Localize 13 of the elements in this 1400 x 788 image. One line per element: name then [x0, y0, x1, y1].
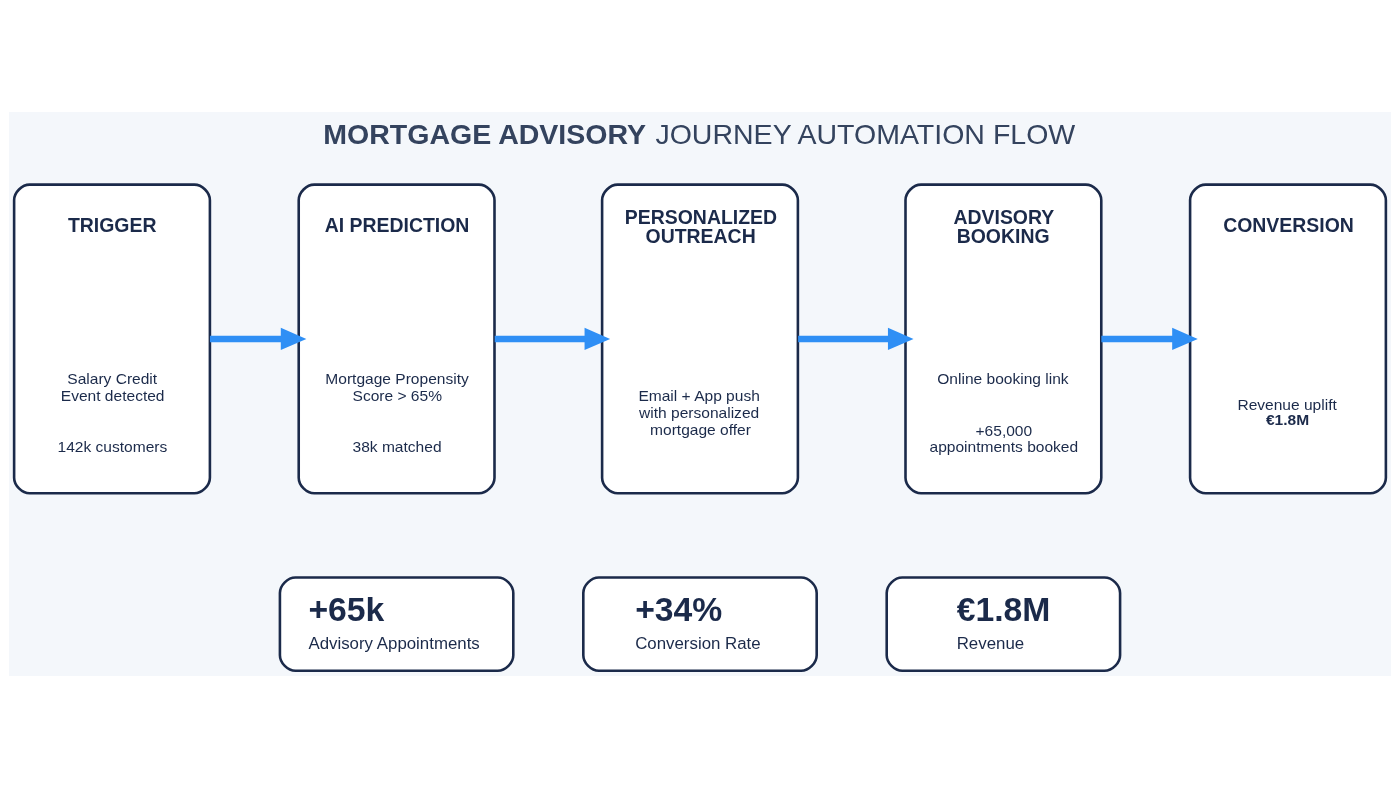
- node-box: AI PREDICTION Mortgage Propensity Score > 65% 38k matched: [297, 183, 496, 495]
- node-box: PERSONALIZED OUTREACH Email + App push with personalized mortgage offer: [600, 183, 800, 495]
- node-box: +65k Advisory Appointments: [278, 576, 515, 673]
- node-box: TRIGGER Salary Credit Event detected 142k customers: [12, 183, 212, 495]
- arrow: [494, 327, 611, 351]
- arrow: [1101, 327, 1198, 351]
- arrow: [798, 327, 914, 351]
- diagram-title: MORTGAGE ADVISORY JOURNEY AUTOMATION FLOW: [323, 117, 1076, 150]
- node-box: CONVERSION Revenue uplift €1.8M: [1188, 183, 1388, 495]
- arrow: [209, 327, 307, 351]
- node-box: ADVISORY BOOKING Online booking link +65,000 appointments booked: [904, 183, 1103, 495]
- node-box: +34% Conversion Rate: [582, 576, 818, 673]
- node-box: €1.8M Revenue: [885, 576, 1122, 673]
